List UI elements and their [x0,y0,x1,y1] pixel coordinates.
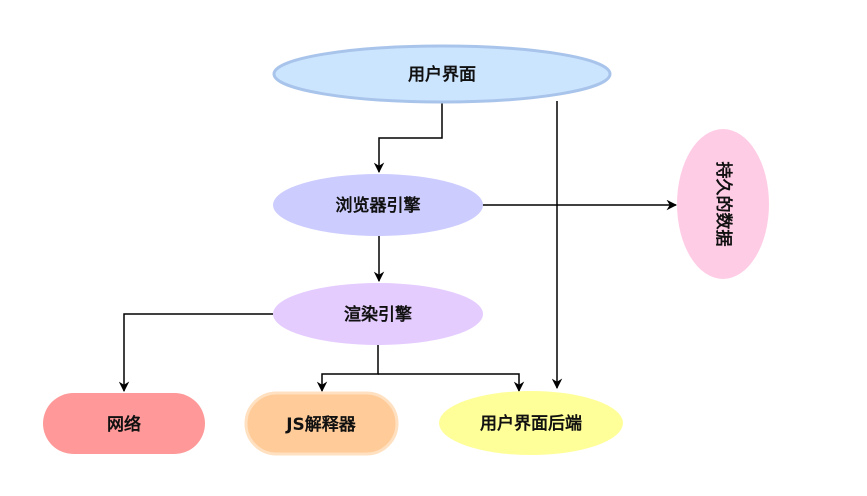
node-shape [439,391,623,455]
edge-rendering-engine-to-network [118,313,273,393]
edge-rendering-engine-to-ui-backend [378,373,525,393]
node-label: JS解释器 [285,414,357,435]
node-label: 网络 [107,414,141,435]
node-browser-engine[interactable]: 浏览器引擎 [273,174,483,236]
node-js-interpreter[interactable]: JS解释器 [244,391,399,456]
node-shape [677,129,769,279]
node-shape [273,174,483,236]
node-shape [272,44,612,104]
node-user-interface[interactable]: 用户界面 [272,44,612,104]
node-shape [244,391,399,456]
node-network[interactable]: 网络 [43,393,205,454]
edge-rendering-engine-to-js-interpreter [316,345,379,393]
node-shape [273,283,483,345]
node-label: 用户界面后端 [480,413,582,434]
node-persistent-data[interactable]: 持久的数据 [677,129,769,279]
node-label: 渲染引擎 [344,304,413,325]
node-label: 持久的数据 [713,162,734,247]
node-shape [43,393,205,454]
node-rendering-engine[interactable]: 渲染引擎 [273,283,483,345]
node-ui-backend[interactable]: 用户界面后端 [439,391,623,455]
node-label: 浏览器引擎 [336,195,422,216]
edges [118,101,678,393]
node-label: 用户界面 [408,64,476,85]
edge-ui-to-browser-engine [373,103,443,174]
